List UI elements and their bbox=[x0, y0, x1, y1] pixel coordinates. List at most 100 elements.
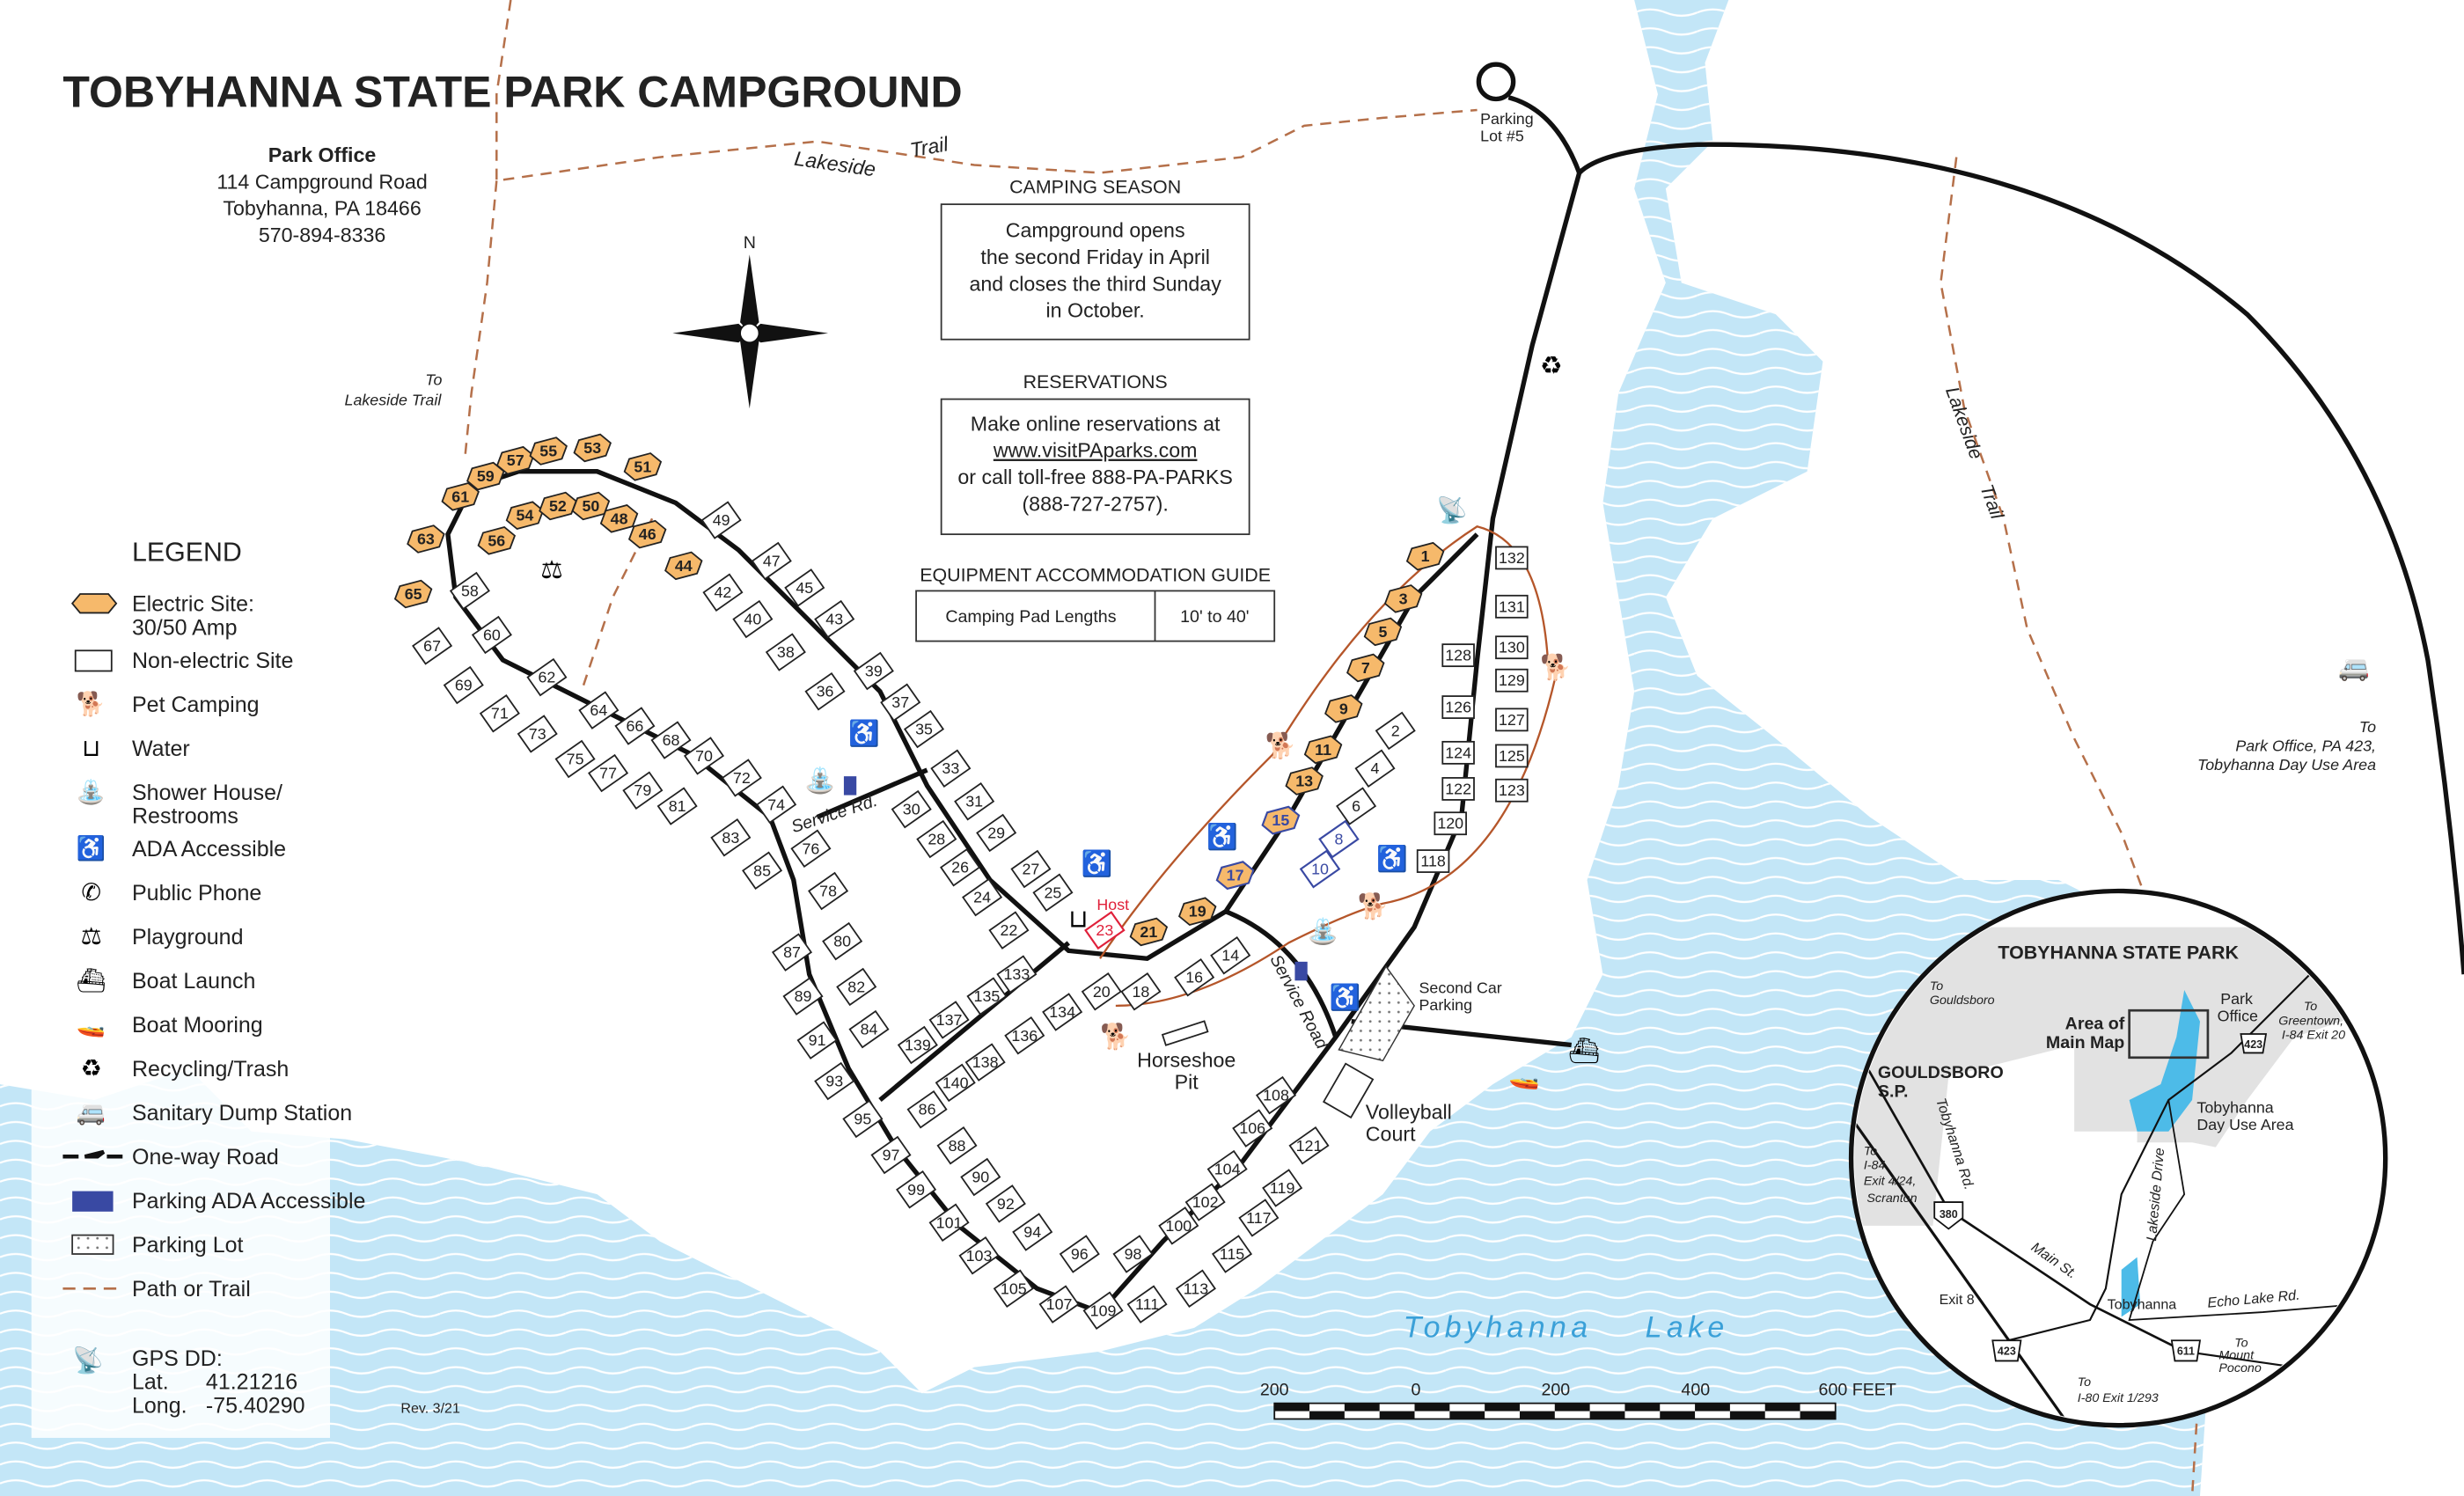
non-electric-site[interactable]: 132 bbox=[1495, 546, 1529, 570]
non-electric-site[interactable]: 82 bbox=[836, 967, 877, 1007]
reservations-link[interactable]: www.visitPAparks.com bbox=[993, 439, 1198, 462]
non-electric-site[interactable]: 99 bbox=[896, 1170, 937, 1209]
non-electric-site[interactable]: 16 bbox=[1174, 957, 1215, 997]
electric-site[interactable]: 51 bbox=[621, 451, 664, 482]
non-electric-site[interactable]: 94 bbox=[1012, 1213, 1053, 1251]
non-electric-site[interactable]: 20 bbox=[1081, 972, 1122, 1011]
electric-site[interactable]: 46 bbox=[627, 519, 669, 550]
non-electric-site[interactable]: 86 bbox=[906, 1089, 948, 1129]
non-electric-site[interactable]: 128 bbox=[1441, 643, 1475, 668]
electric-site[interactable]: 3 bbox=[1382, 583, 1425, 614]
electric-site[interactable]: 57 bbox=[495, 445, 537, 476]
non-electric-site[interactable]: 22 bbox=[988, 911, 1030, 950]
non-electric-site[interactable]: 124 bbox=[1441, 740, 1475, 765]
non-electric-site[interactable]: 120 bbox=[1434, 811, 1467, 836]
non-electric-site[interactable]: 107 bbox=[1038, 1285, 1080, 1324]
non-electric-site[interactable]: 135 bbox=[966, 977, 1008, 1016]
non-electric-site[interactable]: 92 bbox=[985, 1184, 1026, 1223]
electric-site[interactable]: 52 bbox=[537, 490, 579, 521]
electric-site[interactable]: 1 bbox=[1404, 541, 1447, 572]
non-electric-site[interactable]: 125 bbox=[1495, 744, 1529, 768]
electric-site[interactable]: 5 bbox=[1361, 616, 1404, 647]
non-electric-site[interactable]: 10 bbox=[1299, 849, 1341, 889]
electric-site[interactable]: 50 bbox=[569, 490, 612, 521]
non-electric-site[interactable]: 31 bbox=[954, 781, 995, 821]
non-electric-site[interactable]: 111 bbox=[1126, 1285, 1168, 1324]
electric-site[interactable]: 63 bbox=[405, 524, 447, 554]
electric-site[interactable]: 15 bbox=[1259, 805, 1302, 836]
non-electric-site[interactable]: 138 bbox=[964, 1043, 1006, 1082]
non-electric-site[interactable]: 18 bbox=[1120, 972, 1162, 1011]
non-electric-site[interactable]: 37 bbox=[880, 683, 921, 722]
non-electric-site[interactable]: 100 bbox=[1158, 1206, 1199, 1245]
non-electric-site[interactable]: 25 bbox=[1032, 873, 1074, 913]
non-electric-site[interactable]: 26 bbox=[940, 847, 981, 887]
non-electric-site[interactable]: 49 bbox=[700, 501, 742, 539]
non-electric-site[interactable]: 76 bbox=[790, 829, 832, 869]
non-electric-site[interactable]: 2 bbox=[1375, 711, 1416, 751]
non-electric-site[interactable]: 131 bbox=[1495, 594, 1529, 619]
non-electric-site[interactable]: 117 bbox=[1238, 1199, 1280, 1237]
non-electric-site[interactable]: 72 bbox=[721, 759, 762, 797]
non-electric-site[interactable]: 43 bbox=[814, 599, 855, 639]
non-electric-site[interactable]: 118 bbox=[1416, 849, 1450, 873]
electric-site[interactable]: 53 bbox=[571, 432, 613, 463]
non-electric-site[interactable]: 6 bbox=[1336, 787, 1377, 825]
non-electric-site[interactable]: 96 bbox=[1059, 1235, 1100, 1273]
non-electric-site[interactable]: 36 bbox=[804, 671, 846, 711]
non-electric-site[interactable]: 30 bbox=[891, 789, 932, 829]
non-electric-site[interactable]: 95 bbox=[842, 1099, 884, 1139]
non-electric-site[interactable]: 130 bbox=[1495, 635, 1529, 660]
non-electric-site[interactable]: 91 bbox=[796, 1021, 838, 1060]
electric-site[interactable]: 56 bbox=[475, 525, 517, 556]
non-electric-site[interactable]: 126 bbox=[1441, 695, 1475, 719]
non-electric-site[interactable]: 27 bbox=[1010, 849, 1052, 889]
non-electric-site[interactable]: 62 bbox=[526, 657, 568, 697]
electric-site[interactable]: 54 bbox=[503, 500, 546, 531]
non-electric-site[interactable]: 14 bbox=[1210, 935, 1251, 975]
non-electric-site[interactable]: 139 bbox=[897, 1025, 938, 1065]
non-electric-site[interactable]: 137 bbox=[928, 1001, 970, 1039]
host-site[interactable]: 23 bbox=[1084, 911, 1126, 950]
non-electric-site[interactable]: 79 bbox=[622, 771, 664, 810]
non-electric-site[interactable]: 4 bbox=[1354, 749, 1396, 788]
electric-site[interactable]: 7 bbox=[1345, 652, 1387, 683]
non-electric-site[interactable]: 109 bbox=[1082, 1291, 1124, 1331]
non-electric-site[interactable]: 105 bbox=[993, 1269, 1034, 1309]
non-electric-site[interactable]: 123 bbox=[1495, 778, 1529, 803]
non-electric-site[interactable]: 40 bbox=[732, 599, 774, 639]
non-electric-site[interactable]: 60 bbox=[471, 615, 512, 655]
electric-site[interactable]: 55 bbox=[527, 436, 569, 466]
non-electric-site[interactable]: 89 bbox=[782, 977, 824, 1016]
non-electric-site[interactable]: 97 bbox=[870, 1135, 912, 1175]
non-electric-site[interactable]: 38 bbox=[765, 633, 806, 671]
non-electric-site[interactable]: 78 bbox=[808, 871, 849, 911]
electric-site[interactable]: 48 bbox=[598, 503, 641, 534]
non-electric-site[interactable]: 103 bbox=[958, 1236, 1000, 1275]
non-electric-site[interactable]: 42 bbox=[702, 573, 744, 612]
non-electric-site[interactable]: 83 bbox=[710, 818, 752, 857]
non-electric-site[interactable]: 35 bbox=[903, 709, 945, 749]
non-electric-site[interactable]: 58 bbox=[449, 571, 490, 611]
non-electric-site[interactable]: 106 bbox=[1232, 1109, 1273, 1148]
non-electric-site[interactable]: 81 bbox=[656, 787, 698, 825]
electric-site[interactable]: 59 bbox=[465, 460, 507, 491]
non-electric-site[interactable]: 75 bbox=[554, 739, 596, 779]
non-electric-site[interactable]: 119 bbox=[1262, 1169, 1303, 1207]
electric-site[interactable]: 19 bbox=[1177, 896, 1219, 927]
non-electric-site[interactable]: 136 bbox=[1004, 1016, 1045, 1055]
electric-site[interactable]: 9 bbox=[1323, 693, 1365, 724]
non-electric-site[interactable]: 80 bbox=[822, 921, 863, 961]
non-electric-site[interactable]: 70 bbox=[683, 737, 725, 775]
non-electric-site[interactable]: 140 bbox=[935, 1063, 976, 1103]
non-electric-site[interactable]: 29 bbox=[976, 813, 1017, 853]
non-electric-site[interactable]: 24 bbox=[962, 877, 1003, 917]
non-electric-site[interactable]: 101 bbox=[928, 1203, 970, 1243]
non-electric-site[interactable]: 68 bbox=[650, 721, 692, 759]
non-electric-site[interactable]: 88 bbox=[936, 1126, 978, 1165]
non-electric-site[interactable]: 90 bbox=[960, 1157, 1001, 1197]
non-electric-site[interactable]: 39 bbox=[853, 651, 894, 691]
non-electric-site[interactable]: 64 bbox=[578, 691, 620, 730]
non-electric-site[interactable]: 71 bbox=[479, 693, 520, 733]
non-electric-site[interactable]: 47 bbox=[751, 541, 792, 581]
